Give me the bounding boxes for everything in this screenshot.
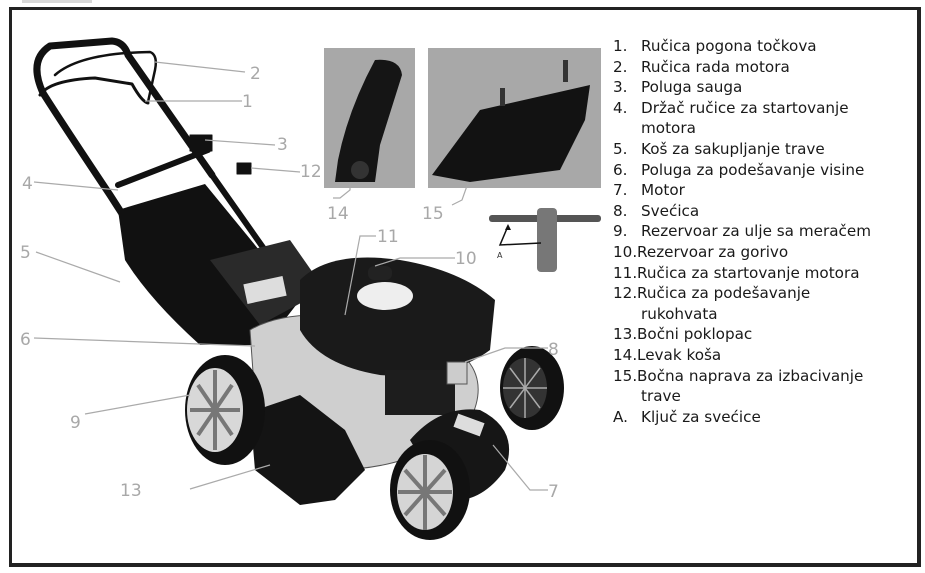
legend-text: Motor (641, 181, 685, 200)
legend-text: Poluga sauga (641, 78, 743, 97)
legend-text: Ključ za svećice (641, 407, 761, 426)
legend-text: Rezervoar za gorivo (637, 242, 789, 261)
legend-continuation: rukohvata (641, 304, 718, 323)
callout-A-label: A (497, 251, 503, 260)
legend-number: 2. (613, 57, 628, 76)
legend-number: A. (613, 407, 628, 426)
legend-text: Svećica (641, 201, 700, 220)
grass-bag-icon (118, 184, 325, 345)
legend-number: 9. (613, 222, 628, 241)
legend-text: Ručica pogona točkova (641, 37, 817, 55)
legend-item-5: 5. Koš za sakupljanje trave (613, 139, 913, 160)
callout-12: 12 (300, 162, 322, 182)
legend-item-2: 2. Ručica rada motora (613, 57, 913, 78)
legend-item-14: 14.Levak koša (613, 345, 913, 366)
legend-number: 12. (613, 284, 638, 303)
legend-item-8: 8. Svećica (613, 201, 913, 222)
callout-3: 3 (277, 135, 288, 155)
callout-7: 7 (548, 482, 559, 502)
parts-legend: 1. Ručica pogona točkova 2. Ručica rada mo… (613, 36, 913, 427)
legend-text: Ručica rada motora (641, 57, 790, 76)
callout-1: 1 (242, 92, 253, 112)
legend-item-10: 10.Rezervoar za gorivo (613, 242, 913, 263)
legend-item-11: 11.Ručica za startovanje motora (613, 263, 913, 284)
legend-item-13: 13.Bočni poklopac (613, 324, 913, 345)
legend-text: Koš za sakupljanje trave (641, 139, 825, 158)
side-cover-icon (250, 395, 365, 505)
legend-text: Bočna naprava za izbacivanje (637, 366, 864, 385)
legend-number: 3. (613, 78, 628, 97)
legend-text: Levak koša (637, 345, 722, 364)
legend-number: 7. (613, 181, 628, 200)
legend-item-3: 3. Poluga sauga (613, 77, 913, 98)
callout-6: 6 (20, 330, 31, 350)
callout-15: 15 (422, 204, 444, 224)
rear-left-wheel-icon (185, 355, 265, 465)
side-discharge-photo (428, 48, 601, 188)
legend-item-9: 9. Rezervoar za ulje sa meračem (613, 221, 913, 242)
mower-illustration: A 2 1 3 12 4 5 6 9 13 7 8 10 11 14 15 (20, 37, 601, 540)
legend-item-6: 6. Poluga za podešavanje visine (613, 160, 913, 181)
legend-number: 4. (613, 98, 628, 117)
legend-number: 6. (613, 160, 628, 179)
legend-number: 8. (613, 201, 628, 220)
legend-number: 14. (613, 345, 638, 364)
legend-item-A: A. Ključ za svećice (613, 407, 913, 428)
callout-11: 11 (377, 227, 399, 247)
legend-number: 11. (613, 263, 638, 282)
legend-number: 13. (613, 325, 638, 344)
figure-frame (9, 7, 921, 567)
legend-item-15: 15.Bočna naprava za izbacivanje (613, 366, 913, 387)
callout-8: 8 (548, 340, 559, 360)
legend-continuation: trave (641, 387, 681, 406)
front-wheel-icon (390, 440, 470, 540)
callout-5: 5 (20, 243, 31, 263)
legend-text: Poluga za podešavanje visine (641, 160, 865, 179)
legend-text: Rezervoar za ulje sa meračem (641, 222, 871, 241)
legend-number: 5. (613, 139, 628, 158)
chute-funnel-photo (324, 48, 415, 188)
legend-text: Držač ručice za startovanje (641, 98, 849, 117)
legend-number: 15. (613, 366, 638, 385)
callout-9: 9 (70, 413, 81, 433)
callout-13: 13 (120, 481, 142, 501)
legend-number: 1. (613, 37, 628, 55)
legend-text: Ručica za startovanje motora (637, 263, 860, 282)
callout-14: 14 (327, 204, 349, 224)
legend-text: Bočni poklopac (637, 325, 753, 344)
callout-4: 4 (22, 174, 33, 194)
rear-right-wheel-icon (500, 346, 564, 430)
spark-plug-key-icon (489, 208, 601, 272)
legend-item-4: 4. Držač ručice za startovanje (613, 98, 913, 119)
legend-item-12: 12.Ručica za podešavanje (613, 283, 913, 304)
legend-text: Ručica za podešavanje (637, 284, 811, 303)
leader-lines (33, 61, 548, 491)
legend-item-1: 1. Ručica pogona točkova (613, 36, 913, 57)
page-tab-edge (22, 0, 92, 3)
legend-continuation: motora (641, 119, 696, 138)
callout-10: 10 (455, 249, 477, 269)
legend-item-7: 7. Motor (613, 180, 913, 201)
legend-number: 10. (613, 242, 638, 261)
callout-2: 2 (250, 64, 261, 84)
